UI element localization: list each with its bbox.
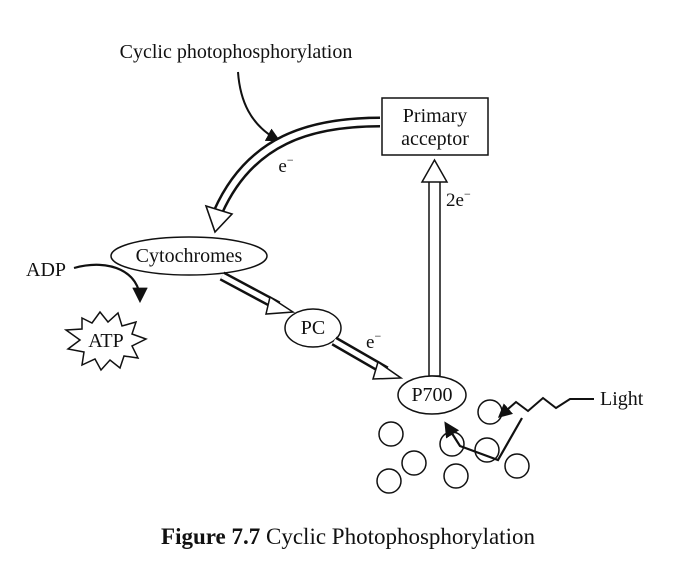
cytochromes-label: Cytochromes (136, 245, 243, 267)
primary-acceptor-line1: Primary (403, 105, 467, 127)
top-electron-label: e− (278, 153, 293, 177)
pigment-molecule (474, 437, 500, 463)
pigment-molecule (439, 431, 465, 457)
p700-to-acceptor-arrow (420, 158, 449, 377)
figure-number: Figure 7.7 (161, 524, 261, 549)
pigment-molecule (443, 463, 469, 489)
pigment-molecule (376, 468, 402, 494)
energy-transfer-arrow (444, 417, 523, 462)
pigment-molecule (401, 450, 427, 476)
top-electron-sup: − (287, 153, 294, 167)
light-label: Light (600, 388, 644, 410)
cytochromes-node: Cytochromes (110, 236, 268, 276)
p700-node: P700 (397, 375, 467, 415)
p700-label: P700 (411, 384, 452, 406)
atp-label: ATP (88, 330, 124, 352)
cytochromes-to-pc-arrow (219, 271, 296, 315)
pc-to-p700-arrow (331, 336, 404, 380)
adp-to-atp-arrow (73, 263, 148, 304)
light-zigzag-arrow (497, 396, 594, 418)
title-label: Cyclic photophosphorylation (120, 41, 353, 63)
title-pointer-arrow (237, 71, 281, 142)
pigment-molecule (504, 453, 530, 479)
figure-caption-text: Cyclic Photophosphorylation (266, 524, 535, 549)
pigment-molecule (477, 399, 503, 425)
adp-label: ADP (26, 259, 66, 281)
pigment-molecule (378, 421, 404, 447)
primary-acceptor-box: Primary acceptor (381, 97, 489, 156)
primary-acceptor-line2: acceptor (401, 128, 469, 150)
pc-electron-sup: − (374, 329, 381, 343)
pc-electron-label: e− (366, 329, 381, 353)
pigment-molecules (376, 399, 530, 494)
pc-label: PC (301, 317, 325, 339)
atp-starburst: ATP (63, 310, 148, 372)
acceptor-to-cytochromes-arrow (204, 116, 381, 234)
figure-caption: Figure 7.7 Cyclic Photophosphorylation (0, 524, 696, 550)
acceptor-electron-label: 2e− (446, 187, 471, 211)
acceptor-electron-sup: − (464, 187, 471, 201)
pc-node: PC (284, 308, 342, 348)
top-electron-text: e (278, 156, 286, 177)
pc-electron-text: e (366, 332, 374, 353)
acceptor-electron-text: 2e (446, 190, 464, 211)
